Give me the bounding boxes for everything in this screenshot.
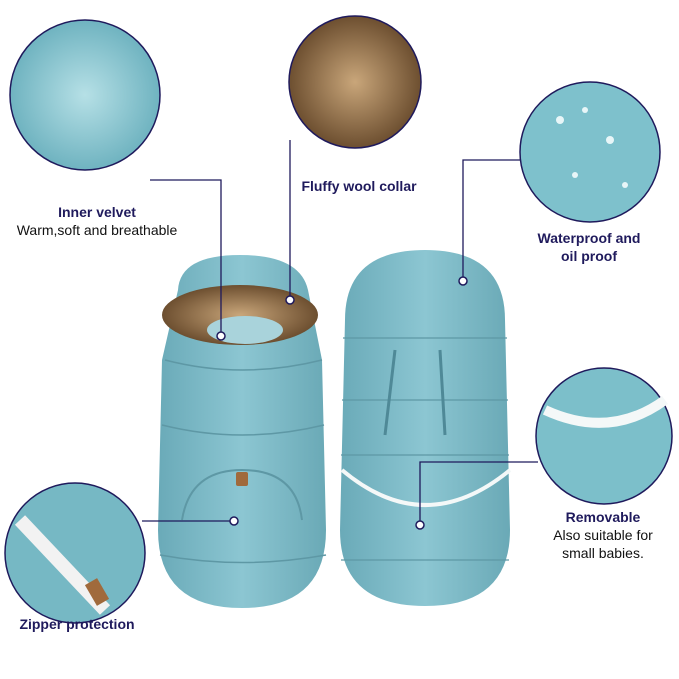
waterproof-label: Waterproof and oil proof <box>528 229 650 265</box>
inner-velvet-title: Inner velvet <box>58 204 136 220</box>
removable-label: Removable Also suitable for small babies… <box>540 508 666 562</box>
collar-label: Fluffy wool collar <box>301 178 417 194</box>
removable-subtitle-2: small babies. <box>562 545 644 561</box>
callout-lines <box>142 140 538 522</box>
sleeping-bag-back <box>340 250 512 606</box>
removable-title: Removable <box>565 509 641 525</box>
brand-tag <box>236 472 248 486</box>
sleeping-bag-front <box>158 255 327 608</box>
zipper-label: Zipper protection <box>19 616 135 632</box>
removable-subtitle-1: Also suitable for <box>553 527 653 543</box>
removable-closeup <box>535 367 673 505</box>
callout-dots <box>216 276 468 530</box>
inner-velvet-subtitle: Warm,soft and breathable <box>16 222 178 238</box>
waterproof-title-1: Waterproof and <box>537 230 641 246</box>
waterproof-title-2: oil proof <box>561 248 617 264</box>
inner-velvet-closeup <box>9 19 161 171</box>
zipper-closeup <box>4 482 146 624</box>
waterproof-closeup <box>519 81 661 223</box>
inner-velvet-label: Inner velvet Warm,soft and breathable <box>8 203 186 239</box>
fur-collar-closeup <box>288 15 422 149</box>
